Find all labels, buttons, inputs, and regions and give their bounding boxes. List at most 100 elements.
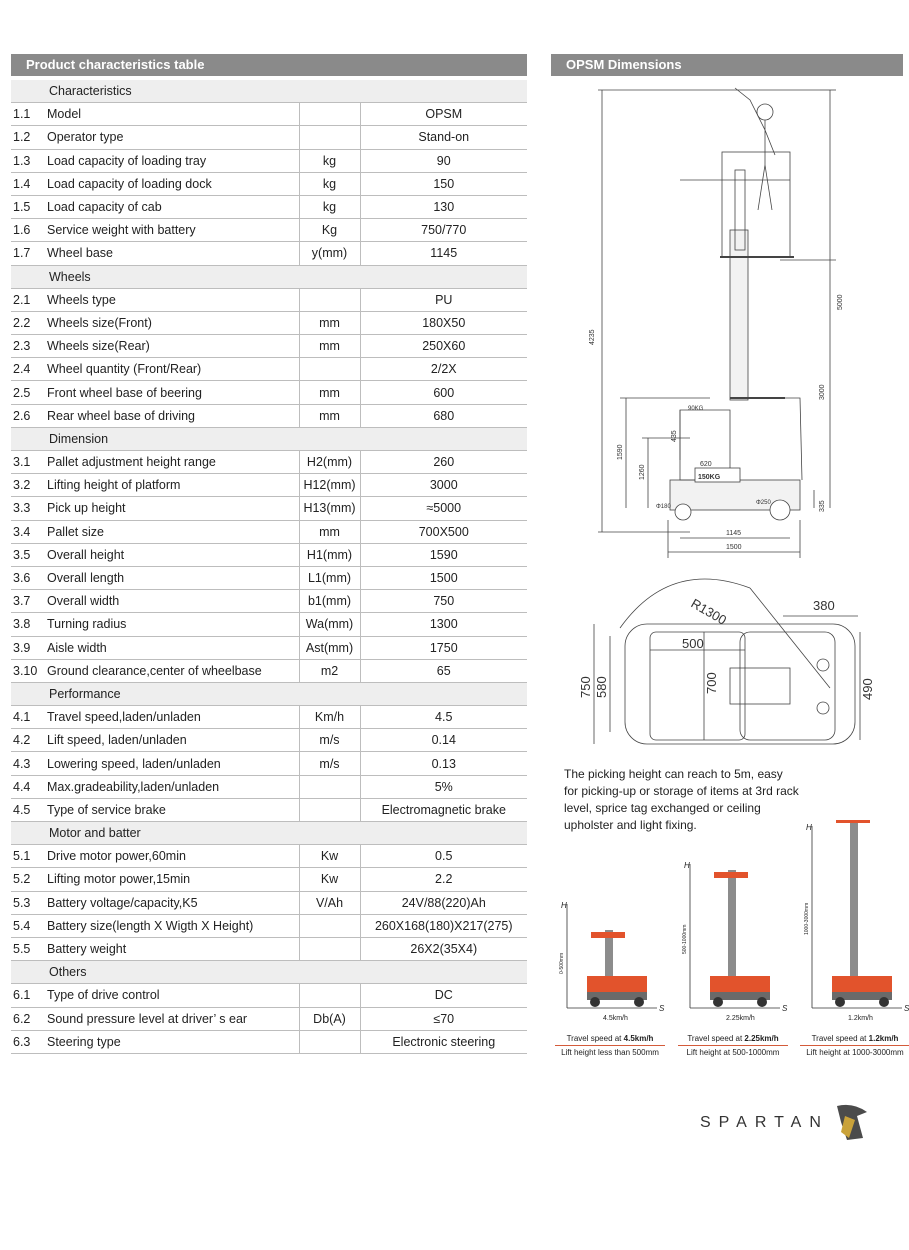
row-number: 5.5 (11, 937, 45, 962)
row-unit: H12(mm) (298, 473, 360, 498)
speed-label: 2.25km/h (726, 1015, 755, 1022)
picking-height-note: The picking height can reach to 5m, easy… (564, 767, 799, 832)
row-value: 700X500 (359, 520, 527, 544)
caption-speed-prefix: Travel speed at (811, 1034, 869, 1043)
row-name: Overall width (45, 589, 299, 614)
row-number: 2.1 (11, 288, 45, 312)
caption-height: Lift height at 1000-3000mm (800, 1045, 909, 1058)
row-unit: Kw (298, 844, 360, 869)
section-title: Motor and batter (45, 821, 299, 846)
row-number: 2.5 (11, 380, 45, 405)
axis-s-label: S (904, 1004, 909, 1013)
row-value: Electromagnetic brake (359, 798, 527, 823)
row-value: 150 (359, 172, 527, 196)
row-name: Load capacity of loading tray (45, 149, 299, 173)
table-section-row: Performance (11, 682, 527, 707)
row-name: Service weight with battery (45, 218, 299, 243)
row-name: Front wheel base of beering (45, 380, 299, 405)
row-unit: H1(mm) (298, 543, 360, 567)
row-value: ≤70 (359, 1007, 527, 1031)
dim-1500: 1500 (726, 544, 742, 551)
caption-speed-value: 4.5km/h (623, 1034, 654, 1043)
dim-1260: 1260 (639, 464, 646, 480)
caption-speed-prefix: Travel speed at (687, 1034, 745, 1043)
section-title: Others (45, 960, 299, 985)
row-number: 3.7 (11, 589, 45, 614)
row-name: Lowering speed, laden/unladen (45, 751, 299, 776)
section-title: Dimension (45, 427, 299, 452)
row-number: 3.6 (11, 566, 45, 591)
row-number: 3.5 (11, 543, 45, 567)
row-unit: mm (298, 404, 360, 428)
caption-speed-value: 1.2km/h (868, 1034, 899, 1043)
height-range-label: 500-1000mm (682, 925, 688, 954)
row-name: Operator type (45, 125, 299, 150)
row-unit: kg (298, 172, 360, 196)
table-section-row: Characteristics (11, 80, 527, 104)
section-title: Performance (45, 682, 299, 707)
row-unit: kg (298, 195, 360, 220)
row-unit: Kg (298, 218, 360, 243)
row-name: Battery voltage/capacity,K5 (45, 891, 299, 915)
row-number: 3.10 (11, 659, 45, 683)
row-unit: m2 (298, 659, 360, 683)
row-unit (298, 357, 360, 382)
row-unit: kg (298, 149, 360, 173)
row-value: 4.5 (359, 705, 527, 730)
row-value: 250X60 (359, 334, 527, 359)
row-unit: Db(A) (298, 1007, 360, 1031)
row-name: Drive motor power,60min (45, 844, 299, 869)
caption-height: Lift height less than 500mm (555, 1045, 665, 1058)
row-value: 260X168(180)X217(275) (359, 914, 527, 938)
row-number: 1.4 (11, 172, 45, 196)
row-number: 1.1 (11, 102, 45, 127)
row-number: 2.3 (11, 334, 45, 359)
row-number: 1.5 (11, 195, 45, 220)
speed-label: 4.5km/h (603, 1015, 628, 1022)
row-value: 65 (359, 659, 527, 683)
speed-label: 1.2km/h (848, 1015, 873, 1022)
table-section-row: Others (11, 960, 527, 985)
row-number: 1.2 (11, 125, 45, 150)
row-value: 1500 (359, 566, 527, 591)
row-unit: mm (298, 380, 360, 405)
row-unit (298, 125, 360, 150)
row-value: OPSM (359, 102, 527, 127)
row-unit (298, 983, 360, 1008)
row-number (11, 821, 45, 846)
row-unit: m/s (298, 728, 360, 753)
row-unit: b1(mm) (298, 589, 360, 614)
axis-s-label: S (782, 1004, 788, 1013)
dim-700: 700 (704, 672, 719, 694)
row-name: Wheel base (45, 241, 299, 266)
section-title: Wheels (45, 265, 299, 289)
row-name: Pick up height (45, 496, 299, 521)
row-value: 600 (359, 380, 527, 405)
row-number (11, 960, 45, 985)
row-unit: mm (298, 311, 360, 336)
row-value: 3000 (359, 473, 527, 498)
row-value: 0.13 (359, 751, 527, 776)
dim-5000: 5000 (837, 294, 844, 310)
